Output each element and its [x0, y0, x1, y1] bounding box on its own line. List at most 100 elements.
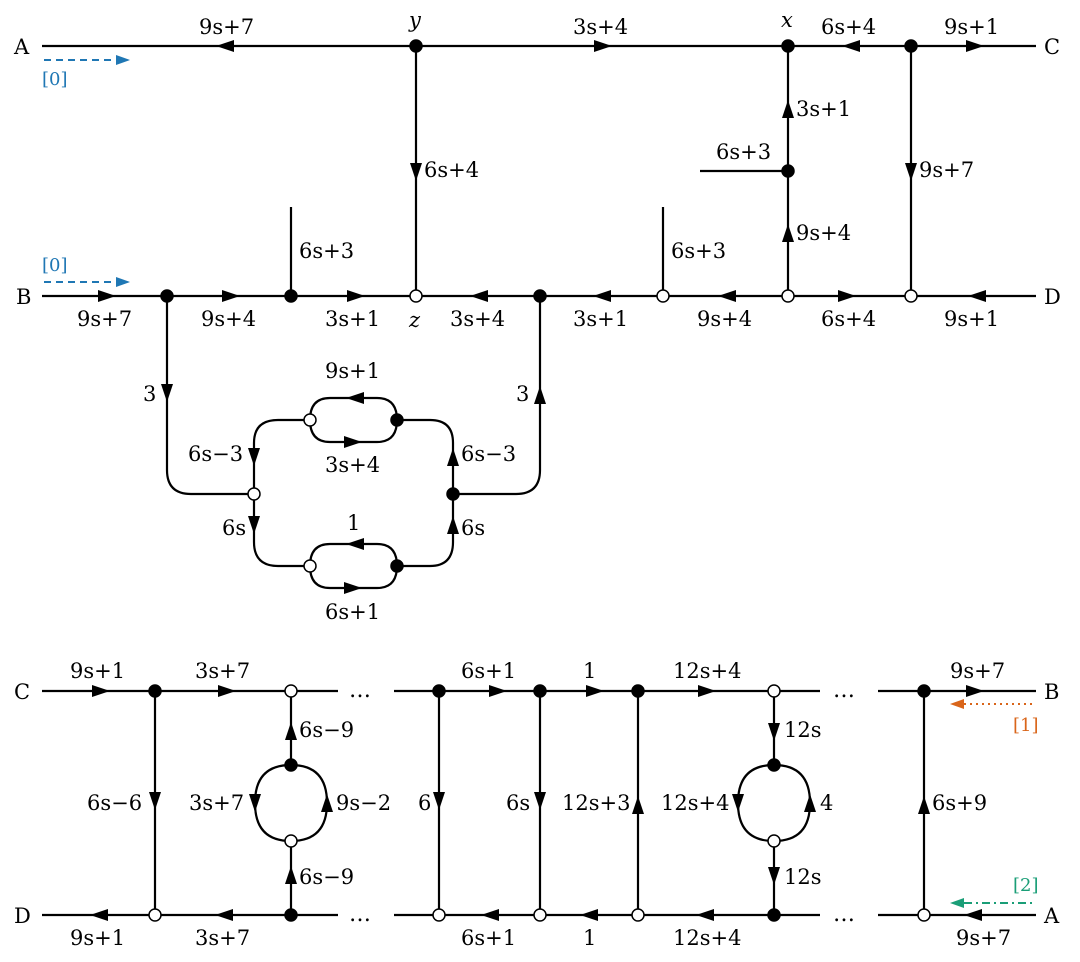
- label-mid-top1: 6s+1: [461, 659, 516, 683]
- label-stub-b2: 6s+3: [299, 239, 354, 263]
- arrow-col-a-down: [433, 792, 445, 810]
- arrow-w3-d-left: [968, 290, 986, 302]
- label-mid-top3: 12s+4: [673, 659, 741, 683]
- marker-a-top-arrowhead: [116, 55, 130, 65]
- node-w3-white: [904, 289, 918, 303]
- node-c-top-black: [631, 684, 645, 698]
- arrow-mid-bot3-left: [696, 909, 714, 921]
- arrow-loop-l-right-up: [321, 794, 333, 812]
- wire-b3-up: [453, 296, 542, 496]
- label-d-out: 9s+1: [70, 926, 125, 950]
- ellipsis-bot-right: …: [833, 902, 856, 927]
- label-side-input: 6s+3: [716, 140, 771, 164]
- arrow-bot-loop-lower-right: [344, 582, 362, 594]
- arrow-loop-r-left-down: [732, 794, 744, 812]
- node-a-top-black: [432, 684, 446, 698]
- arrow-n-c-right: [966, 40, 984, 52]
- label-w2-w3: 6s+4: [821, 307, 876, 331]
- label-mid-bot3: 12s+4: [673, 926, 741, 950]
- arrow-x-n-left: [842, 40, 860, 52]
- label-b3-up: 3: [516, 382, 529, 406]
- arrow-mid-top1-right: [489, 685, 507, 697]
- marker-a-bottom-arrowhead: [950, 898, 964, 908]
- arrow-col-l-top-up: [285, 722, 297, 740]
- port-b-top-left: B: [16, 285, 31, 309]
- node-end-bot-white: [917, 908, 931, 922]
- label-b-out: 9s+7: [950, 659, 1005, 683]
- arrow-top-loop-upper-left: [346, 392, 364, 404]
- arrow-b3-up: [534, 386, 546, 404]
- label-c1-c2: 3s+7: [195, 659, 250, 683]
- marker-a-bottom-label: [2]: [1013, 875, 1039, 896]
- label-n-dvert: 9s+7: [919, 158, 974, 182]
- wire-loop-l-right: [290, 763, 329, 843]
- node-loop-l-bot-white: [284, 834, 298, 848]
- label-mid-bot1: 6s+1: [461, 926, 516, 950]
- node-d1-white: [148, 908, 162, 922]
- label-bot-loop-lower: 6s+1: [325, 600, 380, 624]
- arrow-w2-w3-right: [838, 290, 856, 302]
- label-mid-bot2: 1: [583, 926, 596, 950]
- marker-a-top-label: [0]: [42, 69, 68, 90]
- arrow-col-b-down: [534, 792, 546, 810]
- marker-b-top: [0]: [42, 255, 130, 287]
- wire-bot-loop-lower: [308, 565, 399, 590]
- arrow-col-r-bot-down: [768, 867, 780, 885]
- label-w3-d: 9s+1: [944, 307, 999, 331]
- wire-loop-r-right: [773, 763, 812, 843]
- node-c1-black: [148, 684, 162, 698]
- label-d2-loop: 6s−9: [299, 865, 354, 889]
- label-b1-b2: 9s+4: [201, 307, 256, 331]
- node-x-black: [781, 39, 795, 53]
- arrow-z-b3-left: [470, 290, 488, 302]
- arrow-col1-down: [149, 792, 161, 810]
- label-col-end: 6s+9: [932, 791, 987, 815]
- port-a-top-left: A: [13, 35, 30, 59]
- ellipsis-top-right: …: [833, 678, 856, 703]
- arrow-b-out-right: [966, 685, 984, 697]
- arrow-a-y-left: [216, 40, 234, 52]
- port-c-bottom-left: C: [14, 680, 30, 704]
- arrow-top-loop-lower-right: [344, 436, 362, 448]
- wire-upper-right: [397, 418, 455, 494]
- arrow-mid-top2-right: [586, 685, 604, 697]
- arrow-col-end-up: [918, 796, 930, 814]
- node-w2-white: [781, 289, 795, 303]
- node-b2-black: [284, 289, 298, 303]
- label-col1: 6s−6: [87, 791, 142, 815]
- arrow-y-x-right: [594, 40, 612, 52]
- label-d1-d2: 3s+7: [195, 926, 250, 950]
- marker-a-top: [0]: [42, 55, 130, 90]
- label-stub-w1: 6s+3: [671, 239, 726, 263]
- node-b1-black: [160, 289, 174, 303]
- node-c-bot-white: [631, 908, 645, 922]
- wire-loop-r-left: [736, 763, 775, 843]
- label-r-right: 4: [820, 791, 833, 815]
- arrow-b2-z-right: [347, 290, 365, 302]
- node-c2-white: [284, 684, 298, 698]
- label-loop-l-left: 3s+7: [189, 791, 244, 815]
- node-b-bot-white: [533, 908, 547, 922]
- arrow-b1-down: [161, 384, 173, 402]
- ellipsis-bot-left: …: [349, 902, 372, 927]
- marker-b-bottom-label: [1]: [1013, 715, 1039, 736]
- arrow-b-in-right: [98, 290, 116, 302]
- node-d2-black: [284, 908, 298, 922]
- node-loop-r-top-black: [767, 758, 781, 772]
- arrow-col-c-up: [632, 796, 644, 814]
- arrow-d1-d2-left: [215, 909, 233, 921]
- label-mid-top2: 1: [583, 659, 596, 683]
- wire-top-loop-lower: [308, 419, 399, 444]
- arrow-b1-b2-right: [222, 290, 240, 302]
- label-w1-w2: 9s+4: [697, 307, 752, 331]
- marker-a-bottom: [2]: [950, 875, 1039, 908]
- arrow-loop-l-left-down: [249, 794, 261, 812]
- arrow-d-out-left: [90, 909, 108, 921]
- label-lower-left: 6s: [222, 516, 246, 540]
- label-a-y: 9s+7: [199, 15, 254, 39]
- bottom-diagram: C D B A: [14, 659, 1060, 950]
- label-top-loop-upper: 9s+1: [325, 359, 380, 383]
- label-x-vert: 3s+1: [796, 97, 851, 121]
- label-x-low: 9s+4: [796, 221, 851, 245]
